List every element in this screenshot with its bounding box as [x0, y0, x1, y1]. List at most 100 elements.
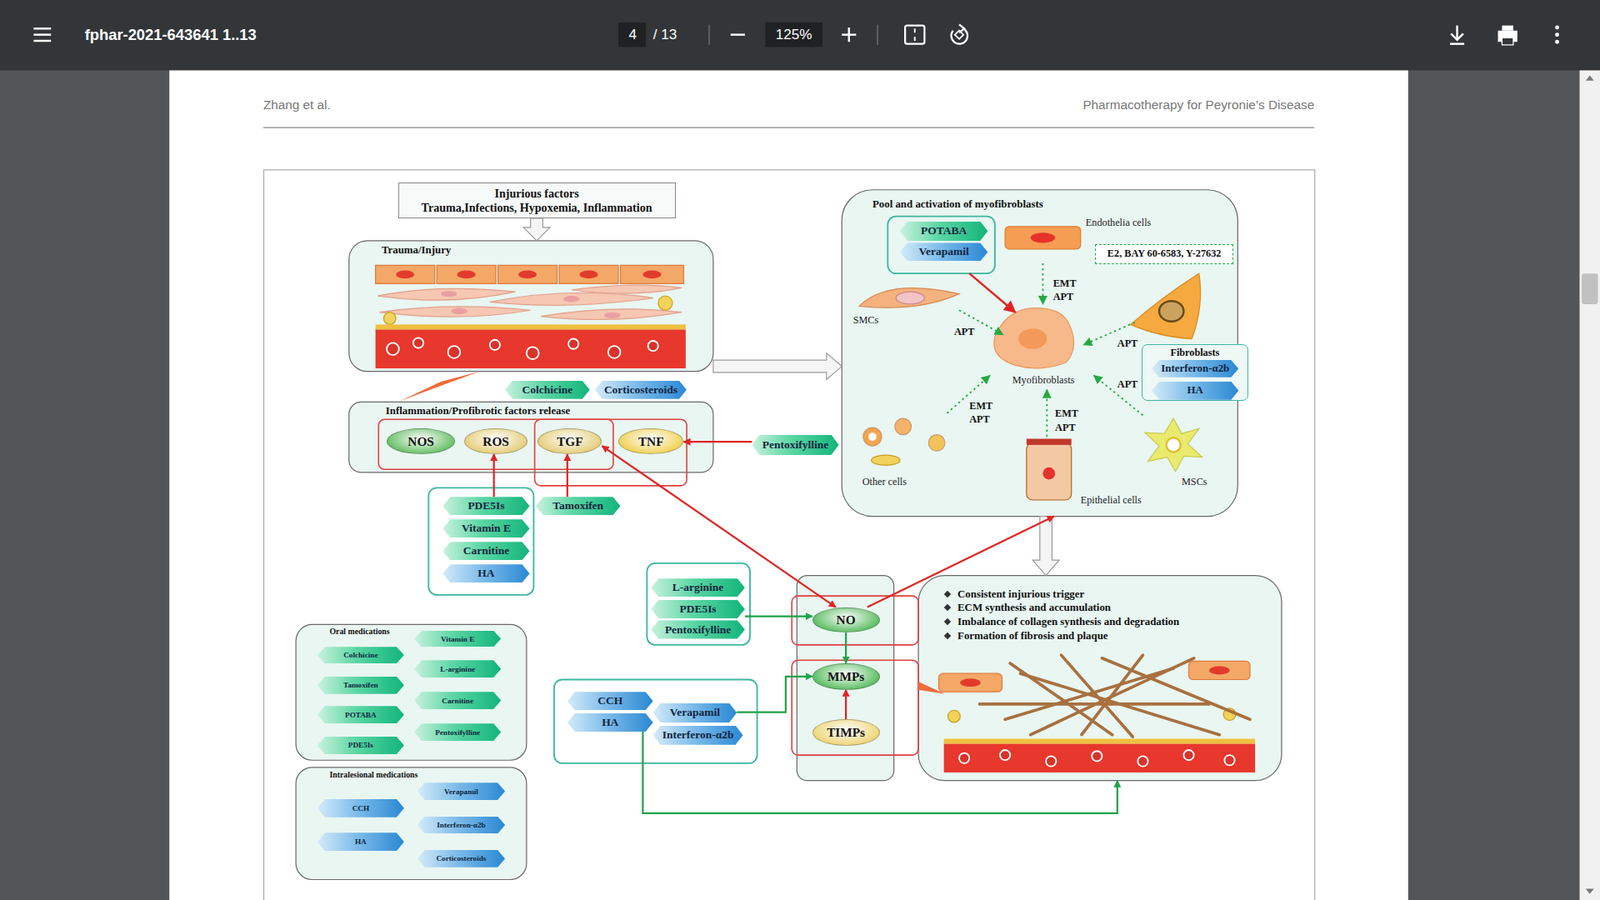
node-text: PDE5Is: [467, 499, 505, 513]
group-panel: Trauma/Injury: [349, 240, 714, 372]
compound-box: E2, BAY 60-6583, Y-27632: [1095, 244, 1235, 265]
cell-label: EMT: [1055, 407, 1079, 420]
running-header: Zhang et al.: [263, 97, 331, 113]
outcome-panel: Consistent injurious triggerECM synthesi…: [918, 575, 1282, 781]
cell-label: EMT: [1053, 277, 1077, 290]
node-text: Carnitine: [441, 696, 474, 705]
cell-label: EMT: [969, 400, 993, 413]
toolbar-text: / 13: [653, 25, 678, 44]
drug-tag: Verapamil: [900, 242, 988, 261]
drug-tag: Vitamin E: [442, 519, 530, 538]
group-panel: Pool and activation of myofibroblastsPOT…: [841, 190, 1238, 517]
drug-tag: Interferon-α2b: [1151, 360, 1239, 378]
node-text: HA: [1187, 384, 1204, 397]
node-text: POTABA: [345, 710, 377, 720]
node-text: Pentoxifylline: [435, 728, 480, 737]
connector-arrow: [683, 440, 752, 443]
node-text: Trauma,Infections, Hypoxemia, Inflammati…: [421, 200, 653, 215]
node-text: Corticosteroids: [435, 854, 486, 863]
drug-tag: PDE5Is: [650, 600, 745, 619]
cell-label: Epithelial cells: [1080, 494, 1142, 507]
toolbar-text: fphar-2021-643641 1..13: [85, 25, 257, 45]
node-text: L-arginine: [672, 580, 724, 595]
cell-label: APT: [1117, 378, 1138, 391]
fibrosis-illustration: [918, 655, 1255, 773]
panel-heading: Pool and activation of myofibroblasts: [872, 198, 1238, 211]
node-text: HA: [477, 566, 495, 580]
node-text: HA: [601, 715, 619, 730]
node-text: Interferon-α2b: [662, 728, 735, 742]
node-text: Verapamil: [670, 705, 720, 720]
node-text: Corticosteroids: [604, 383, 678, 397]
factor-ellipse: NOS: [386, 428, 455, 455]
group-outlines: [428, 216, 995, 764]
node-text: L-arginine: [440, 665, 475, 674]
bullet-text: Imbalance of collagen synthesis and degr…: [957, 615, 1282, 630]
drug-tag: Colchicine: [317, 646, 405, 664]
node-text: Tamoxifen: [343, 680, 378, 690]
node-text: HA: [355, 837, 367, 846]
factor-ellipse: MMPs: [812, 663, 880, 690]
drug-tag: Carnitine: [442, 541, 530, 560]
connector-arrow: [845, 690, 847, 720]
node-text: TIMPs: [826, 725, 865, 740]
node-text: Injurious factors: [494, 186, 579, 200]
drug-tag: Corticosteroids: [417, 850, 505, 868]
node-text: CCH: [352, 804, 370, 813]
node-text: Pentoxifylline: [665, 623, 731, 637]
factor-ellipse: TIMPs: [812, 719, 880, 746]
drug-tag: Interferon-α2b: [417, 816, 505, 835]
viewer-toolbar: [0, 0, 1600, 70]
node-text: TNF: [638, 434, 665, 450]
connector-arrow: [493, 454, 495, 497]
node-text: E2, BAY 60-6583, Y-27632: [1107, 247, 1222, 260]
node-text: PDE5Is: [348, 740, 374, 750]
cell-label: APT: [1055, 421, 1075, 435]
group-panel: Oral medicationsColchicineVitamin ETamox…: [295, 624, 527, 760]
node-text: Vitamin E: [461, 521, 511, 535]
factor-box: Injurious factorsTrauma,Infections, Hypo…: [398, 182, 676, 219]
cell-label: APT: [1053, 290, 1074, 304]
running-header: Pharmacotherapy for Peyronie’s Disease: [1082, 97, 1315, 113]
cell-label: Other cells: [862, 475, 907, 489]
panel-heading: Intralesional medications: [330, 770, 527, 780]
cell-label: SMCs: [853, 314, 880, 327]
drug-tag: Interferon-α2b: [653, 725, 744, 745]
group-panel: Intralesional medicationsVerapamilCCH Int…: [295, 767, 527, 880]
drug-tag: PDE5Is: [317, 736, 405, 755]
factor-ellipse: NO: [812, 607, 880, 634]
drug-tag: Pentoxifylline: [751, 435, 839, 455]
drug-tag: HA: [1151, 381, 1239, 400]
connector-arrow: [736, 676, 813, 713]
drug-tag: Colchicine: [505, 380, 590, 400]
node-text: Colchicine: [343, 650, 378, 660]
drug-tag: Vitamin E: [414, 630, 501, 648]
connector-arrow: [601, 445, 836, 608]
factor-ellipse: TGF: [537, 428, 602, 455]
drug-tag: HA: [442, 564, 530, 583]
node-text: Carnitine: [463, 544, 510, 558]
toolbar-text: 125%: [775, 25, 813, 44]
node-text: Interferon-α2b: [1160, 362, 1230, 375]
node-text: Interferon-α2b: [436, 820, 485, 830]
connector-arrow: [713, 353, 842, 380]
node-text: TGF: [556, 434, 583, 450]
drug-tag: Corticosteroids: [595, 380, 687, 400]
node-text: Fibroblasts: [1142, 346, 1247, 360]
connector-arrow: [523, 218, 550, 241]
node-text: Colchicine: [522, 383, 574, 397]
cell-label: APT: [969, 413, 990, 426]
drug-tag: Carnitine: [414, 691, 501, 710]
drug-tag: HA: [567, 713, 654, 732]
drug-tag: Verapamil: [653, 703, 737, 723]
factor-ellipse: TNF: [618, 428, 684, 455]
drug-tag: Verapamil: [417, 782, 505, 800]
cell-label: APT: [954, 325, 975, 339]
node-text: PDE5Is: [679, 602, 716, 616]
drug-tag: Tamoxifen: [535, 496, 621, 515]
connector-arrow: [845, 632, 847, 664]
drug-tag: CCH: [567, 691, 654, 710]
drug-tag: Pentoxifylline: [414, 723, 501, 741]
drug-tag: HA: [317, 832, 405, 851]
